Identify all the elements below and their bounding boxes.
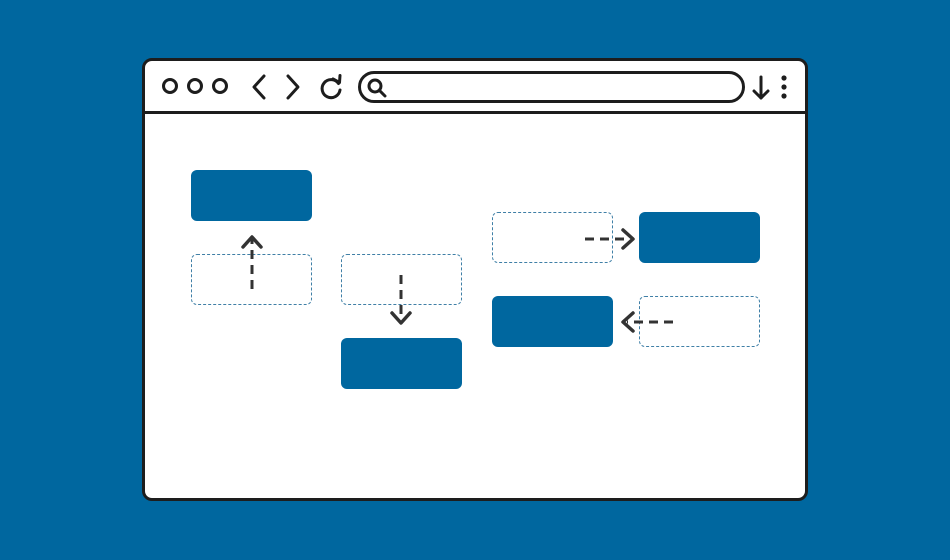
moved-block-right (639, 212, 760, 263)
address-bar[interactable] (358, 71, 745, 103)
browser-toolbar (145, 61, 805, 114)
window-dot-1[interactable] (162, 78, 178, 94)
arrow-right-icon (585, 228, 635, 250)
search-icon (367, 78, 387, 98)
browser-window (142, 58, 808, 501)
moved-block-up (191, 170, 312, 221)
page-content (145, 114, 805, 498)
address-input[interactable] (393, 76, 733, 98)
window-dot-2[interactable] (187, 78, 203, 94)
download-icon[interactable] (750, 73, 772, 103)
window-dot-3[interactable] (212, 78, 228, 94)
arrow-up-icon (241, 235, 263, 289)
placeholder-block-down (341, 254, 462, 305)
placeholder-block-right (492, 212, 613, 263)
arrow-left-icon (621, 311, 673, 333)
chevron-right-icon[interactable] (279, 72, 307, 102)
arrow-down-icon (390, 275, 412, 325)
moved-block-down (341, 338, 462, 389)
moved-block-left (492, 296, 613, 347)
chevron-left-icon[interactable] (245, 72, 273, 102)
reload-icon[interactable] (316, 73, 346, 103)
kebab-menu-icon[interactable] (775, 73, 793, 103)
